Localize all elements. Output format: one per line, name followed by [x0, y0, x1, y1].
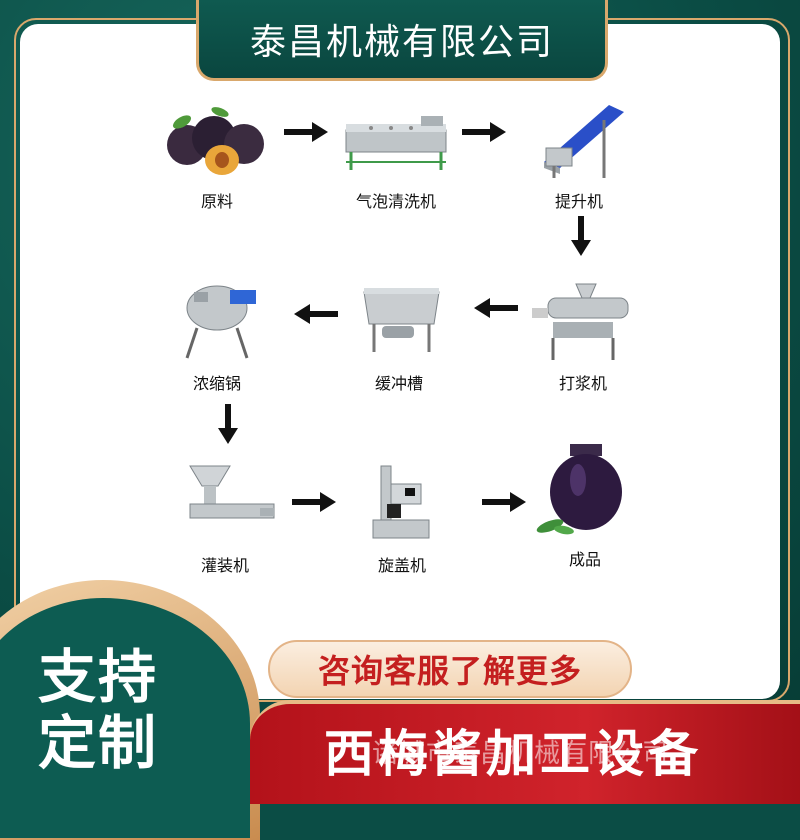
support-text: 支持 定制 — [38, 644, 158, 776]
plums-icon — [167, 107, 264, 175]
step-label: 打浆机 — [558, 374, 607, 393]
step-label: 提升机 — [554, 192, 603, 211]
step-label: 成品 — [568, 550, 601, 569]
support-line-2: 定制 — [38, 709, 159, 777]
product-banner: 西梅酱加工设备 — [250, 700, 800, 804]
company-title: 泰昌机械有限公司 — [249, 22, 554, 63]
step-concentration-kettle: 浓缩锅 — [152, 282, 282, 394]
step-label: 灌装机 — [200, 556, 249, 575]
consult-button[interactable]: 咨询客服了解更多 — [268, 640, 632, 698]
step-label: 浓缩锅 — [192, 374, 241, 393]
support-line-1: 支持 — [38, 643, 159, 711]
arrow-down-icon — [571, 216, 591, 256]
jam-jar-icon — [536, 444, 622, 535]
step-label: 原料 — [200, 192, 233, 211]
step-pulper: 打浆机 — [518, 282, 648, 394]
arrow-right-icon — [462, 122, 506, 142]
arrow-left-icon — [474, 298, 518, 318]
support-badge: 支持 定制 — [0, 580, 270, 840]
green-arc — [0, 598, 250, 838]
title-plate: 泰昌机械有限公司 — [196, 0, 608, 81]
capping-machine-icon — [372, 465, 430, 539]
banner-title: 西梅酱加工设备 — [324, 725, 702, 783]
step-finished-product: 成品 — [520, 440, 650, 570]
step-capping-machine: 旋盖机 — [337, 464, 467, 576]
concentration-kettle-icon — [185, 285, 256, 359]
filling-machine-icon — [189, 465, 275, 519]
step-label: 旋盖机 — [377, 556, 426, 575]
step-label: 气泡清洗机 — [355, 192, 436, 211]
elevator-conveyor-icon — [544, 105, 624, 178]
arrow-right-icon — [482, 492, 526, 512]
bubble-washer-icon — [345, 116, 447, 170]
step-raw-material: 原料 — [152, 100, 282, 212]
arrow-left-icon — [294, 304, 338, 324]
watermark: 诸城市泰昌机械有限公司 — [372, 739, 670, 769]
step-filling-machine: 灌装机 — [160, 464, 290, 576]
arrow-right-icon — [292, 492, 336, 512]
consult-label: 咨询客服了解更多 — [317, 652, 582, 690]
step-elevator: 提升机 — [514, 100, 644, 212]
step-buffer-tank: 缓冲槽 — [334, 282, 464, 394]
buffer-tank-icon — [363, 288, 440, 352]
arrow-down-icon — [218, 404, 238, 444]
pulper-icon — [532, 283, 629, 360]
arrow-right-icon — [284, 122, 328, 142]
step-label: 缓冲槽 — [374, 374, 423, 393]
step-bubble-washer: 气泡清洗机 — [331, 100, 461, 212]
